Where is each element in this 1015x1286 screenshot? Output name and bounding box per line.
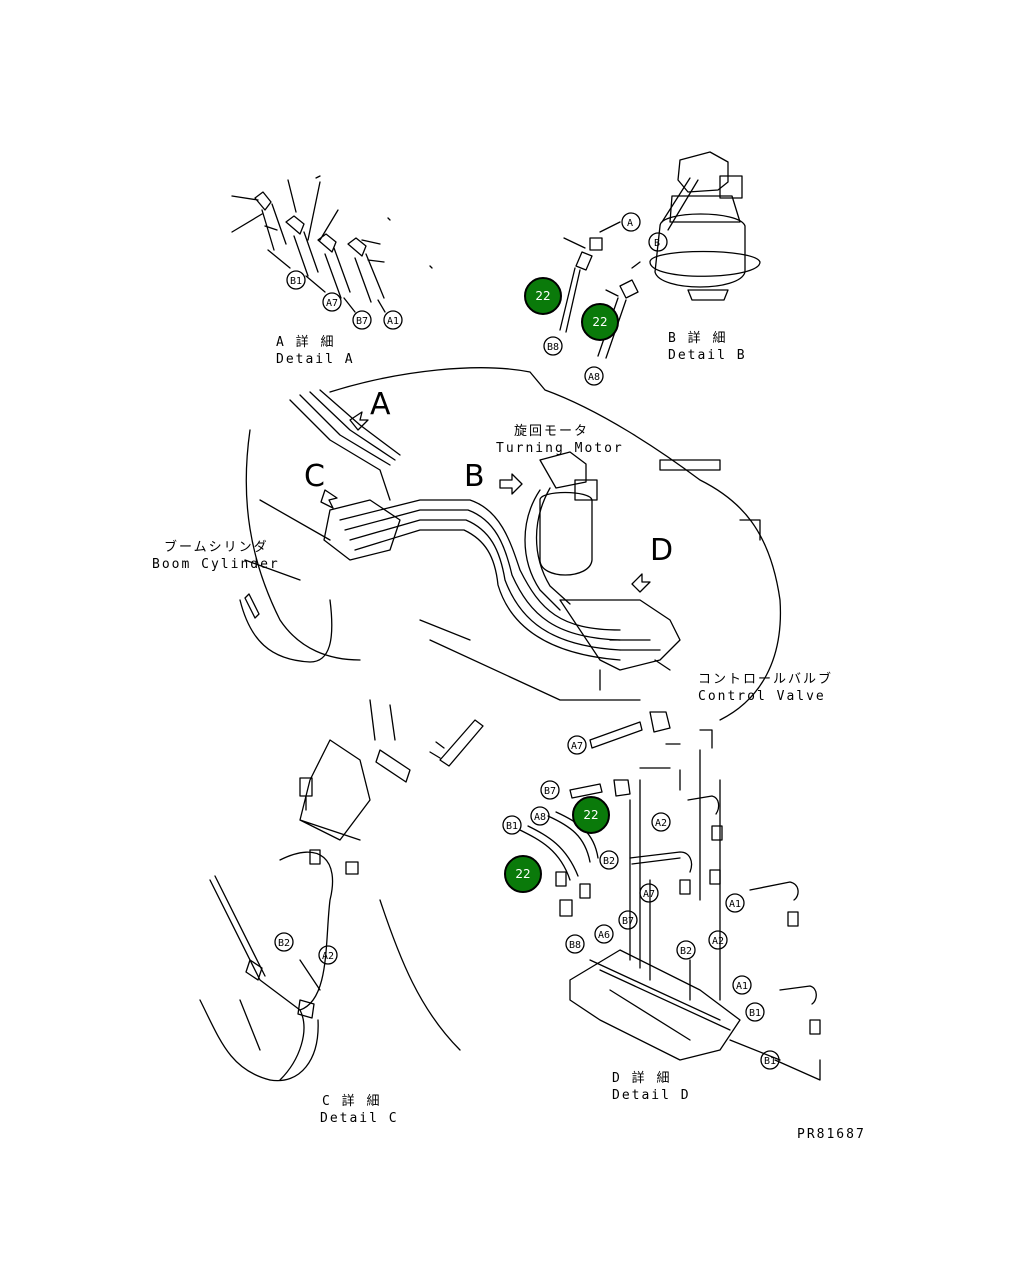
part-badge-4[interactable]: 22 xyxy=(504,855,542,893)
tag-a-b1: B1 xyxy=(290,276,302,287)
view-a-letter: A xyxy=(370,387,391,422)
detail-c-en-label: Detail C xyxy=(320,1111,399,1126)
detail-d-drawing: A7 B7 A8 B1 A2 B2 A7 B7 B8 A6 B2 A2 A1 A… xyxy=(502,711,821,1081)
tag-d-a2-mid: A2 xyxy=(712,936,724,947)
detail-c-jp-label: C 詳 細 xyxy=(322,1093,381,1109)
tag-b-a8: A8 xyxy=(588,372,600,383)
view-d-letter: D xyxy=(650,533,673,568)
tag-a-b7: B7 xyxy=(356,316,368,327)
part-badge-3-label: 22 xyxy=(583,808,598,822)
control-valve-en-label: Control Valve xyxy=(698,689,826,704)
detail-b-jp-label: B 詳 細 xyxy=(668,330,727,346)
detail-a-jp-label: A 詳 細 xyxy=(276,334,335,350)
detail-b-en-label: Detail B xyxy=(668,348,747,363)
tag-d-b1-bottom: B1 xyxy=(764,1056,776,1067)
tag-b-b: B xyxy=(654,238,660,249)
part-badge-1[interactable]: 22 xyxy=(524,277,562,315)
tag-d-a8: A8 xyxy=(534,812,546,823)
turning-motor-jp-label: 旋回モータ xyxy=(514,424,589,439)
tag-b-b8: B8 xyxy=(547,342,559,353)
part-badge-3[interactable]: 22 xyxy=(572,796,610,834)
detail-d-jp-label: D 詳 細 xyxy=(612,1070,671,1086)
part-badge-1-label: 22 xyxy=(535,289,550,303)
tag-a-a1: A1 xyxy=(387,316,399,327)
turning-motor-en-label: Turning Motor xyxy=(496,441,624,456)
detail-a-en-label: Detail A xyxy=(276,352,355,367)
tag-d-b7: B7 xyxy=(544,786,556,797)
part-badge-2[interactable]: 22 xyxy=(581,303,619,341)
view-b-letter: B xyxy=(464,459,485,494)
tag-d-a1-low: A1 xyxy=(736,981,748,992)
tag-d-a7-top: A7 xyxy=(571,741,583,752)
part-badge-2-label: 22 xyxy=(592,315,607,329)
main-assembly-drawing: A C B D xyxy=(239,367,782,721)
tag-d-b1: B1 xyxy=(506,821,518,832)
drawing-number: PR81687 xyxy=(797,1127,866,1142)
tag-c-a2: A2 xyxy=(322,951,334,962)
tag-d-b1-low: B1 xyxy=(749,1008,761,1019)
detail-d-en-label: Detail D xyxy=(612,1088,691,1103)
detail-a-drawing: B1 A7 B7 A1 xyxy=(231,175,433,330)
tag-d-a6: A6 xyxy=(598,930,610,941)
part-badge-4-label: 22 xyxy=(515,867,530,881)
boom-cylinder-en-label: Boom Cylinder xyxy=(152,557,280,572)
tag-c-b2: B2 xyxy=(278,938,290,949)
tag-d-b2: B2 xyxy=(603,856,615,867)
tag-d-b7-mid: B7 xyxy=(622,916,634,927)
tag-d-b2-mid: B2 xyxy=(680,946,692,957)
detail-c-drawing: B2 A2 xyxy=(199,699,484,1082)
boom-cylinder-jp-label: ブームシリンダ xyxy=(164,539,269,555)
tag-d-a2-top: A2 xyxy=(655,818,667,829)
tag-d-a7-mid: A7 xyxy=(643,889,655,900)
control-valve-jp-label: コントロールバルブ xyxy=(698,671,833,687)
view-c-letter: C xyxy=(304,459,325,494)
tag-d-b8: B8 xyxy=(569,940,581,951)
tag-d-a1-right: A1 xyxy=(729,899,741,910)
detail-b-drawing: A B B8 A8 xyxy=(543,151,761,386)
tag-a-a7: A7 xyxy=(326,298,338,309)
tag-b-a: A xyxy=(627,218,633,229)
